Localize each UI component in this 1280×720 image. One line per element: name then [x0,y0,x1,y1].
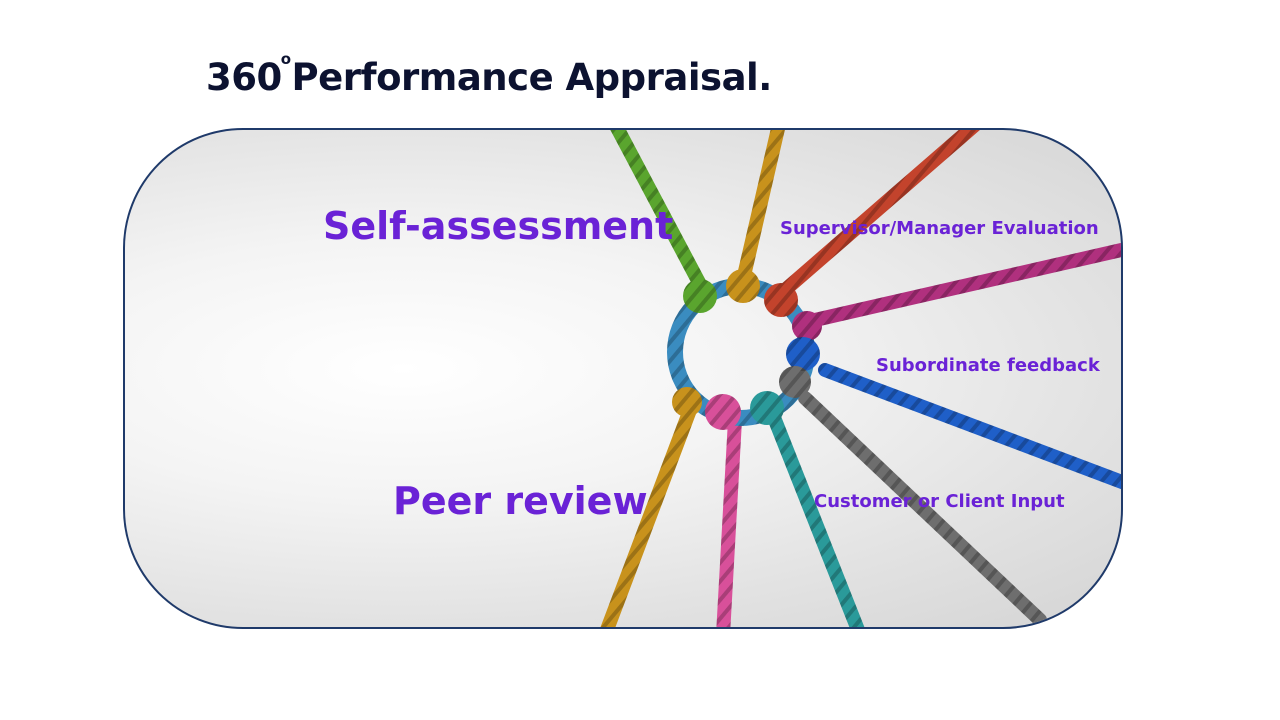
title-degree-symbol: o [280,50,291,68]
label-customer-input: Customer or Client Input [814,491,1065,512]
rope-network-image [600,130,1121,627]
label-subordinate-feedback: Subordinate feedback [876,355,1100,376]
label-supervisor-evaluation: Supervisor/Manager Evaluation [780,218,1099,239]
label-peer-review: Peer review [393,479,648,523]
title-number: 360 [206,56,282,99]
title-text: Performance Appraisal. [291,56,773,99]
image-panel: Self-assessment Peer review Supervisor/M… [123,128,1123,629]
rope-ring [667,269,822,430]
rope-strands [600,130,1121,627]
slide-title: 360oPerformance Appraisal. [206,50,773,99]
label-self-assessment: Self-assessment [323,204,674,248]
